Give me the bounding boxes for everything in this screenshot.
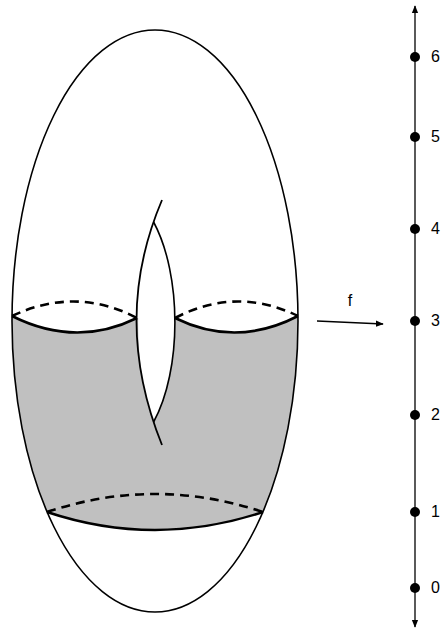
level-curve	[47, 512, 263, 530]
axis-value: 5	[431, 129, 440, 145]
axis-value: 6	[431, 49, 440, 65]
level-curve-hidden	[47, 494, 263, 512]
axis-value: 3	[431, 313, 440, 329]
axis-value: 0	[431, 580, 440, 596]
axis-ticks	[410, 52, 420, 593]
map-arrow	[317, 321, 383, 324]
map-name: f	[348, 293, 352, 309]
level-curve	[175, 316, 298, 333]
level-curve-hidden	[175, 301, 298, 318]
torus-outline	[12, 30, 298, 612]
level-curve-hidden	[12, 301, 137, 318]
hole-curve	[137, 200, 163, 445]
axis-value: 4	[431, 221, 440, 237]
torus-hole	[138, 222, 175, 422]
axis-value: 1	[431, 504, 440, 520]
axis-value: 2	[431, 407, 440, 423]
hole-curve	[154, 222, 175, 422]
level-curve	[12, 316, 137, 333]
